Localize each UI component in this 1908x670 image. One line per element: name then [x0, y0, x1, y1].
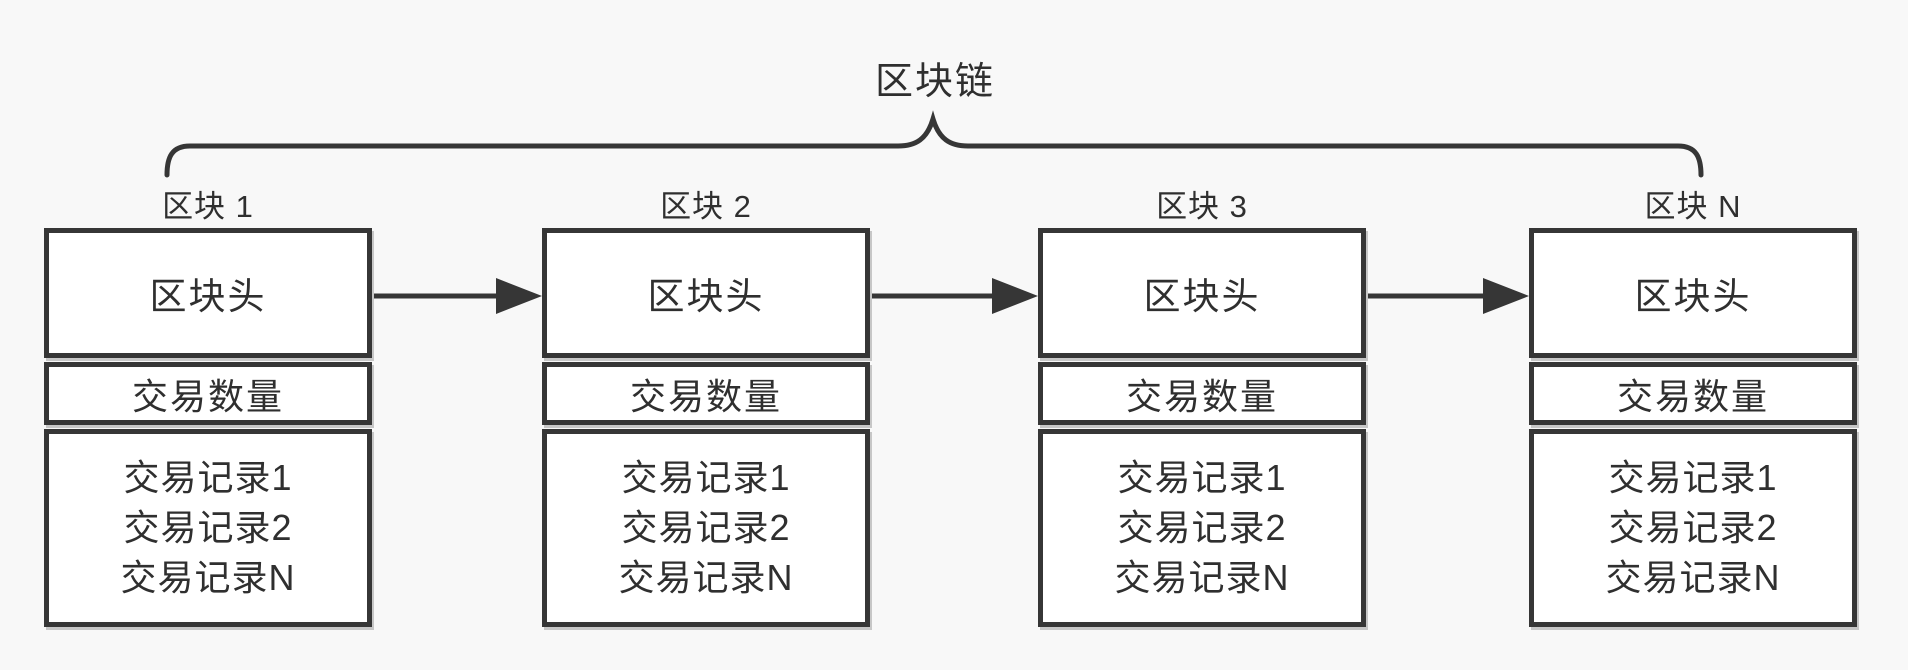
block-3: 区块 3 区块头 交易数量 交易记录1 交易记录2 交易记录N	[1038, 188, 1366, 627]
tx-record-line: 交易记录1	[1117, 457, 1287, 498]
block-1: 区块 1 区块头 交易数量 交易记录1 交易记录2 交易记录N	[44, 188, 372, 627]
tx-count-box: 交易数量	[44, 362, 372, 425]
chain-title-label: 区块链	[874, 61, 996, 103]
arrow-2-icon	[872, 278, 1038, 314]
tx-record-line: 交易记录1	[621, 457, 791, 498]
tx-records-box: 交易记录1 交易记录2 交易记录N	[1038, 429, 1366, 627]
tx-record-line: 交易记录N	[618, 557, 794, 598]
tx-records-box: 交易记录1 交易记录2 交易记录N	[44, 429, 372, 627]
curly-brace-icon	[164, 110, 1704, 178]
tx-record-line: 交易记录1	[1608, 457, 1778, 498]
tx-record-line: 交易记录N	[1605, 557, 1781, 598]
tx-record-line: 交易记录N	[1114, 557, 1290, 598]
arrow-3-icon	[1368, 278, 1529, 314]
tx-record-line: 交易记录2	[621, 507, 791, 548]
tx-count-box: 交易数量	[1529, 362, 1857, 425]
block-header-box: 区块头	[542, 228, 870, 358]
tx-record-line: 交易记录2	[123, 507, 293, 548]
arrow-1-icon	[374, 278, 542, 314]
block-title: 区块 3	[1156, 189, 1248, 224]
block-title: 区块 N	[1644, 189, 1742, 224]
tx-record-line: 交易记录N	[120, 557, 296, 598]
tx-record-line: 交易记录1	[123, 457, 293, 498]
tx-record-line: 交易记录2	[1117, 507, 1287, 548]
block-title: 区块 2	[660, 189, 752, 224]
block-header-box: 区块头	[1038, 228, 1366, 358]
tx-records-box: 交易记录1 交易记录2 交易记录N	[542, 429, 870, 627]
tx-count-box: 交易数量	[1038, 362, 1366, 425]
tx-record-line: 交易记录2	[1608, 507, 1778, 548]
block-n: 区块 N 区块头 交易数量 交易记录1 交易记录2 交易记录N	[1529, 188, 1857, 627]
tx-count-box: 交易数量	[542, 362, 870, 425]
block-title: 区块 1	[162, 189, 254, 224]
tx-records-box: 交易记录1 交易记录2 交易记录N	[1529, 429, 1857, 627]
block-header-box: 区块头	[1529, 228, 1857, 358]
block-2: 区块 2 区块头 交易数量 交易记录1 交易记录2 交易记录N	[542, 188, 870, 627]
block-header-box: 区块头	[44, 228, 372, 358]
